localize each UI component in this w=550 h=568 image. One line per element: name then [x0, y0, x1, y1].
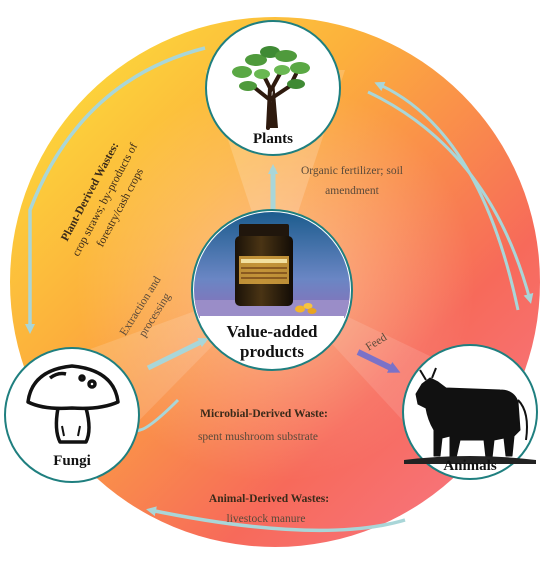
mushroom-icon — [26, 364, 120, 444]
animals-title: Animals — [443, 458, 497, 474]
arrow-fungi-to-center — [146, 337, 209, 371]
arrow-center-to-animals — [356, 349, 401, 373]
jar-lid — [239, 224, 289, 238]
arrow-animals-to-fungi — [146, 506, 406, 533]
fungi-node[interactable]: Fungi — [4, 347, 140, 483]
cow-icon — [404, 367, 536, 464]
organic-fertilizer-line2: amendment — [325, 185, 379, 197]
animals-node[interactable]: Animals — [402, 344, 538, 480]
animal-wastes-title: Animal-Derived Wastes: — [209, 493, 329, 505]
arrow-animals-to-plants — [374, 81, 520, 311]
arrow-plants-to-fungi — [25, 46, 206, 334]
fungi-title: Fungi — [53, 453, 91, 469]
microbial-waste-line: spent mushroom substrate — [198, 431, 318, 443]
microbial-waste-title: Microbial-Derived Waste: — [200, 408, 328, 420]
plants-node[interactable]: Plants — [205, 20, 341, 156]
capsule-icon — [295, 305, 305, 313]
plants-title: Plants — [253, 131, 293, 147]
center-title-line2: products — [240, 342, 304, 361]
tree-icon — [232, 46, 310, 130]
center-node[interactable]: Value-added products — [191, 209, 353, 371]
organic-fertilizer-line1: Organic fertilizer; soil — [301, 165, 403, 177]
animal-wastes-line: livestock manure — [227, 513, 306, 525]
center-title-line1: Value-added — [226, 322, 318, 341]
